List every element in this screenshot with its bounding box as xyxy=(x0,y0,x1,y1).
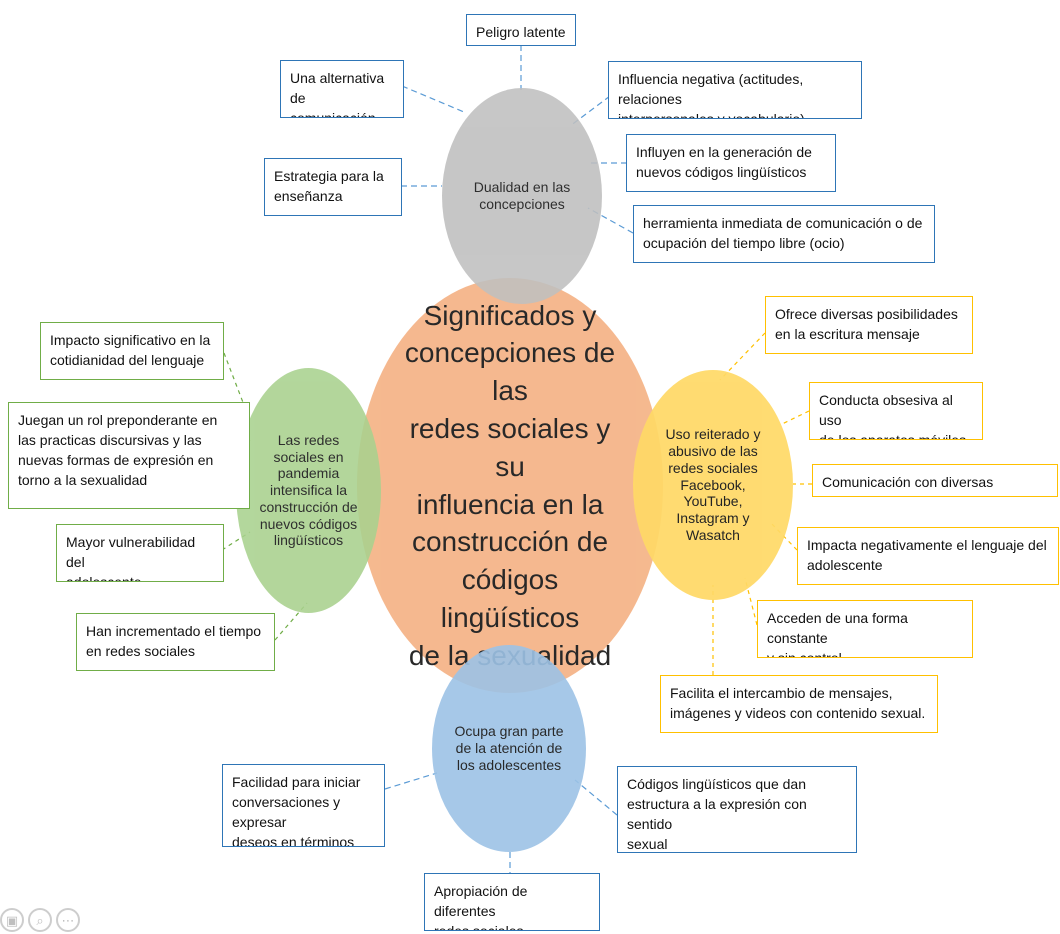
left-box-impacto: Impacto significativo en la cotidianidad… xyxy=(40,322,224,380)
bottom-theme-circle: Ocupa gran parte de la atención de los a… xyxy=(432,645,586,852)
central-topic-text: Significados y concepciones de las redes… xyxy=(404,299,616,671)
right-box-impacta: Impacta negativamente el lenguaje del ad… xyxy=(797,527,1059,585)
left-box-tiempo: Han incrementado el tiempo en redes soci… xyxy=(76,613,275,671)
right-box-posibilidades: Ofrece diversas posibilidades en la escr… xyxy=(765,296,973,354)
right-box-comunicacion: Comunicación con diversas personas. xyxy=(812,464,1058,497)
image-icon[interactable]: ▣ xyxy=(0,908,24,932)
bottom-icon-row: ▣ ⌕ ⋯ xyxy=(0,908,140,934)
bottom-box-facilidad: Facilidad para iniciar conversaciones y … xyxy=(222,764,385,847)
right-box-conducta: Conducta obsesiva al uso de los aparatos… xyxy=(809,382,983,440)
zoom-icon[interactable]: ⌕ xyxy=(28,908,52,932)
right-theme-circle: Uso reiterado y abusivo de las redes soc… xyxy=(633,370,793,600)
left-box-vulnerabilidad: Mayor vulnerabilidad del adolescente xyxy=(56,524,224,582)
right-box-acceden: Acceden de una forma constante y sin con… xyxy=(757,600,973,658)
right-box-intercambio: Facilita el intercambio de mensajes, imá… xyxy=(660,675,938,733)
top-box-influencia: Influencia negativa (actitudes, relacion… xyxy=(608,61,862,119)
bottom-box-codigos: Códigos lingüísticos que dan estructura … xyxy=(617,766,857,853)
top-box-herramienta: herramienta inmediata de comunicación o … xyxy=(633,205,935,263)
bottom-box-apropiacion: Apropiación de diferentes redes sociales xyxy=(424,873,600,931)
left-box-rol: Juegan un rol preponderante en las pract… xyxy=(8,402,250,509)
more-icon[interactable]: ⋯ xyxy=(56,908,80,932)
bottom-theme-text: Ocupa gran parte de la atención de los a… xyxy=(454,723,564,773)
top-theme-text: Dualidad en las concepciones xyxy=(473,179,571,212)
top-theme-circle: Dualidad en las concepciones xyxy=(442,88,602,304)
top-box-peligro-latente: Peligro latente xyxy=(466,14,576,46)
right-theme-text: Uso reiterado y abusivo de las redes soc… xyxy=(665,426,761,543)
top-box-generacion: Influyen en la generación de nuevos códi… xyxy=(626,134,836,192)
left-theme-circle: Las redes sociales en pandemia intensifi… xyxy=(236,368,381,613)
top-box-alternativa: Una alternativa de comunicación xyxy=(280,60,404,118)
top-box-estrategia: Estrategia para la enseñanza xyxy=(264,158,402,216)
left-theme-text: Las redes sociales en pandemia intensifi… xyxy=(259,431,358,549)
central-topic-circle: Significados y concepciones de las redes… xyxy=(357,278,663,693)
